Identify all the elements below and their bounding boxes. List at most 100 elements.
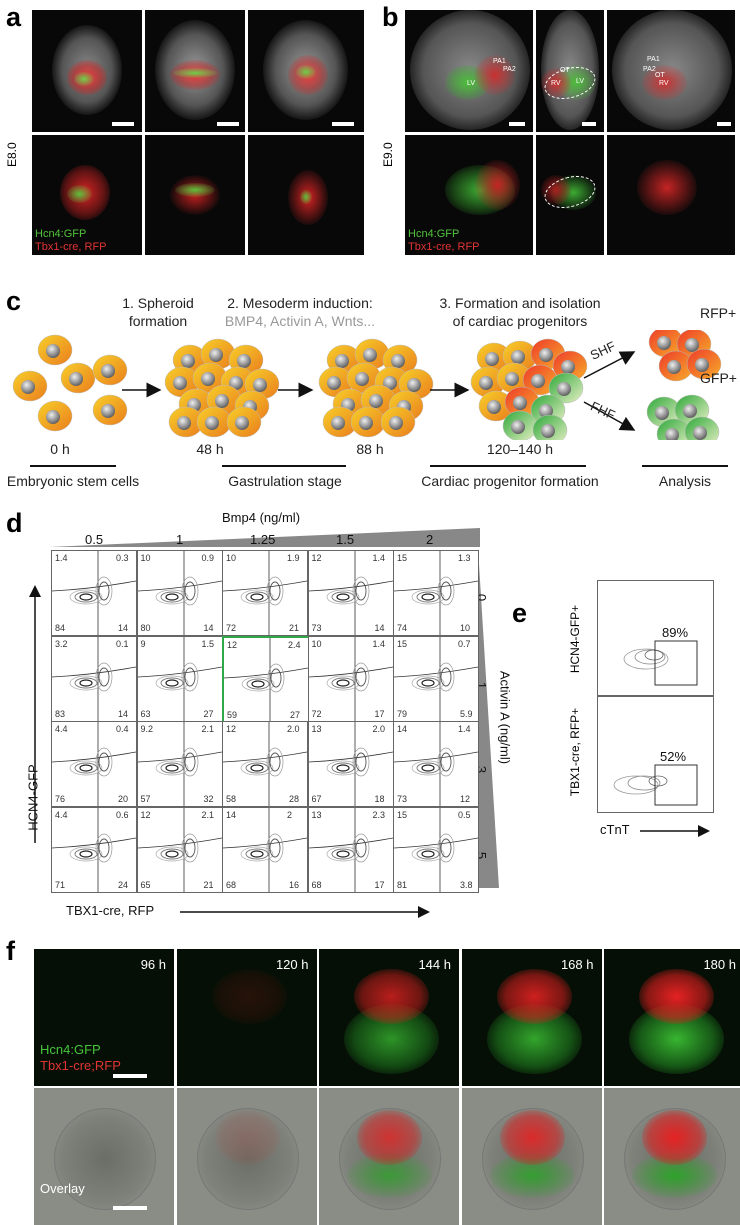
quadrant-value: 1.3 bbox=[458, 553, 471, 563]
stage-label-e8: E8.0 bbox=[5, 142, 19, 167]
timelapse-overlay bbox=[176, 1088, 317, 1225]
quadrant-value: 1.4 bbox=[372, 638, 386, 649]
timelapse-fluor: 144 h bbox=[319, 949, 459, 1086]
stem-cell bbox=[92, 394, 128, 426]
legend-gfp-f: Hcn4:GFP bbox=[40, 1042, 101, 1057]
panel-label-d: d bbox=[6, 508, 23, 538]
panel-label-b: b bbox=[382, 2, 399, 32]
timelapse-overlay bbox=[34, 1088, 174, 1225]
bmp4-tick: 1.5 bbox=[336, 532, 355, 547]
stem-cell bbox=[92, 354, 128, 386]
gfp-pos-label: GFP+ bbox=[700, 370, 737, 386]
timelapse-fluor: 180 h bbox=[604, 949, 740, 1086]
spheroid-cell bbox=[322, 406, 358, 438]
quadrant-value: 1.9 bbox=[287, 553, 300, 563]
embryo-b-1: PA1 PA2 LV bbox=[405, 10, 533, 132]
embryo-b-fluor-1: Hcn4:GFP Tbx1-cre, RFP bbox=[405, 135, 533, 255]
spheroid-cell bbox=[200, 338, 236, 370]
quadrant-value: 67 bbox=[311, 794, 322, 804]
quadrant-value: 14 bbox=[203, 623, 214, 633]
quadrant-value: 15 bbox=[397, 638, 408, 649]
quadrant-value: 14 bbox=[118, 623, 129, 633]
scale-bar bbox=[113, 1206, 147, 1210]
stem-cell bbox=[37, 334, 73, 366]
label-lv: LV bbox=[467, 80, 476, 87]
quadrant-value: 1.4 bbox=[458, 724, 471, 734]
quadrant-value: 17 bbox=[374, 708, 385, 719]
progenitor-cell bbox=[476, 342, 512, 374]
gfp-pct: 89% bbox=[662, 625, 689, 640]
progenitor-cell bbox=[532, 414, 568, 440]
quadrant-value: 84 bbox=[55, 623, 66, 633]
timelapse-overlay bbox=[461, 1088, 602, 1225]
quadrant-value: 14 bbox=[374, 623, 385, 633]
time-48h: 48 h bbox=[196, 441, 224, 457]
embryo-b-3: PA1 PA2 OT RV bbox=[607, 10, 735, 132]
quadrant-value: 14 bbox=[397, 724, 408, 734]
quadrant-value: 76 bbox=[55, 794, 66, 804]
quadrant-value: 0.7 bbox=[458, 638, 471, 649]
embryo-a-3 bbox=[248, 10, 364, 132]
quadrant-value: 9.2 bbox=[140, 724, 154, 734]
quadrant-value: 28 bbox=[289, 794, 300, 804]
quadrant-value: 14 bbox=[118, 708, 129, 719]
quadrant-value: 24 bbox=[118, 879, 129, 890]
stage-bar bbox=[642, 465, 728, 467]
quadrant-value: 2.3 bbox=[372, 809, 386, 820]
tbx1-rfp-pos-label: TBX1-cre, RFP+ bbox=[568, 707, 582, 797]
quadrant-value: 0.5 bbox=[458, 809, 471, 820]
spheroid-cell bbox=[354, 338, 390, 370]
quadrant-value: 32 bbox=[203, 794, 214, 804]
label-lv-2: LV bbox=[576, 78, 585, 85]
quadrant-value: 15 bbox=[397, 809, 408, 820]
quadrant-value: 72 bbox=[226, 623, 237, 633]
scale-bar bbox=[217, 122, 239, 126]
timelapse-fluor: 96 h bbox=[34, 949, 174, 1086]
timelapse-overlay bbox=[319, 1088, 459, 1225]
rfp-cell bbox=[648, 330, 684, 358]
overlay-label: Overlay bbox=[40, 1181, 85, 1196]
legend-gfp-b: Hcn4:GFP bbox=[408, 228, 460, 240]
bmp4-tick: 1 bbox=[176, 532, 184, 547]
scale-bar bbox=[332, 122, 354, 126]
progenitor-cell bbox=[470, 366, 506, 398]
scale-bar bbox=[717, 122, 731, 126]
label-pa2-3: PA2 bbox=[643, 66, 656, 73]
x-arrow bbox=[180, 906, 430, 918]
ctnt-arrow bbox=[640, 825, 710, 837]
timelapse-overlay bbox=[604, 1088, 740, 1225]
timelapse-fluor: 120 h bbox=[176, 949, 317, 1086]
quadrant-value: 2.0 bbox=[372, 724, 386, 734]
quadrant-value: 18 bbox=[374, 794, 385, 804]
quadrant-value: 10 bbox=[140, 553, 151, 563]
quadrant-value: 20 bbox=[118, 794, 129, 804]
quadrant-value: 68 bbox=[226, 879, 237, 890]
spheroid-cell bbox=[226, 406, 262, 438]
embryo-a-1 bbox=[32, 10, 142, 132]
embryo-a-fluor-3 bbox=[248, 135, 364, 255]
spheroid-cell bbox=[168, 406, 204, 438]
scale-bar bbox=[112, 122, 134, 126]
rfp-pos-label: RFP+ bbox=[700, 305, 737, 321]
quadrant-value: 73 bbox=[311, 623, 322, 633]
quadrant-value: 1.5 bbox=[201, 638, 215, 649]
activin-wedge bbox=[478, 548, 499, 888]
embryo-a-2 bbox=[145, 10, 245, 132]
cTnT-gfp-plot: 89% bbox=[597, 580, 714, 696]
panel-label-f: f bbox=[6, 936, 15, 966]
legend-rfp: Tbx1-cre, RFP bbox=[35, 241, 107, 253]
cTnT-rfp-plot: 52% bbox=[597, 696, 714, 813]
legend-rfp-b: Tbx1-cre, RFP bbox=[408, 241, 480, 253]
panel-label-c: c bbox=[6, 286, 22, 316]
quadrant-value: 17 bbox=[374, 879, 385, 890]
quadrant-value: 73 bbox=[397, 794, 408, 804]
progenitor-cell bbox=[522, 364, 558, 396]
rfp-pct: 52% bbox=[660, 749, 687, 764]
